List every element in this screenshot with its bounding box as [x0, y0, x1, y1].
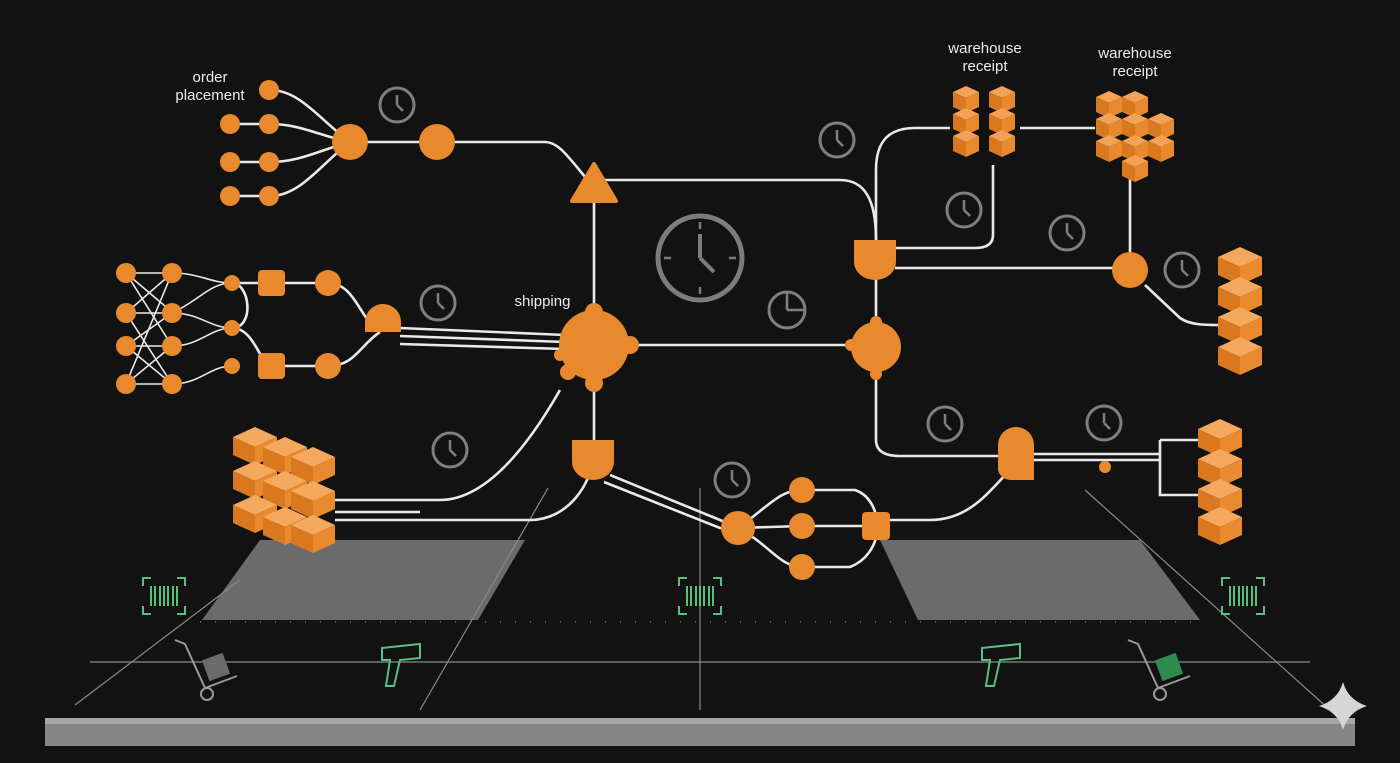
large-clock-icon	[655, 213, 745, 303]
warehouse-receipt-label: warehouse receipt	[1098, 45, 1172, 80]
clock-icon	[818, 121, 856, 159]
triangle-node	[570, 162, 618, 203]
box-stack-icon	[953, 86, 1015, 157]
sparkle-icon	[1319, 682, 1367, 730]
warehouse-floor	[45, 487, 1355, 746]
junction-node	[845, 252, 1148, 473]
clock-icon	[945, 191, 983, 229]
clock-icon	[378, 86, 416, 124]
box-stack-icon	[1096, 91, 1174, 182]
clock-icon	[713, 461, 751, 499]
pie-clock-icon	[767, 290, 807, 330]
shipping-label: shipping	[514, 293, 571, 310]
barcode-scanner-icon	[381, 642, 421, 687]
hand-truck-icon	[174, 639, 238, 701]
box-stack-icon	[1218, 247, 1262, 375]
barcode-icon	[142, 577, 186, 615]
box-stack-icon	[233, 427, 335, 553]
clock-icon	[431, 431, 469, 469]
sorting-nodes	[721, 477, 890, 580]
box-stack-icon	[1198, 419, 1242, 545]
clock-icon	[1048, 214, 1086, 252]
hand-truck-icon	[1127, 639, 1191, 701]
warehouse-receipt-label: warehouse receipt	[948, 40, 1022, 75]
barcode-icon	[678, 577, 722, 615]
clock-icon	[926, 405, 964, 443]
barcode-scanner-icon	[981, 642, 1021, 687]
clock-icon	[1163, 251, 1201, 289]
clock-icon	[419, 284, 457, 322]
gate-node	[572, 240, 1034, 480]
clock-icon	[1085, 404, 1123, 442]
shipping-hub-node	[554, 303, 639, 392]
order-placement-label: order placement	[175, 69, 245, 104]
barcode-icon	[1221, 577, 1265, 615]
network-nodes	[116, 263, 401, 394]
order-placement-nodes	[220, 80, 455, 206]
